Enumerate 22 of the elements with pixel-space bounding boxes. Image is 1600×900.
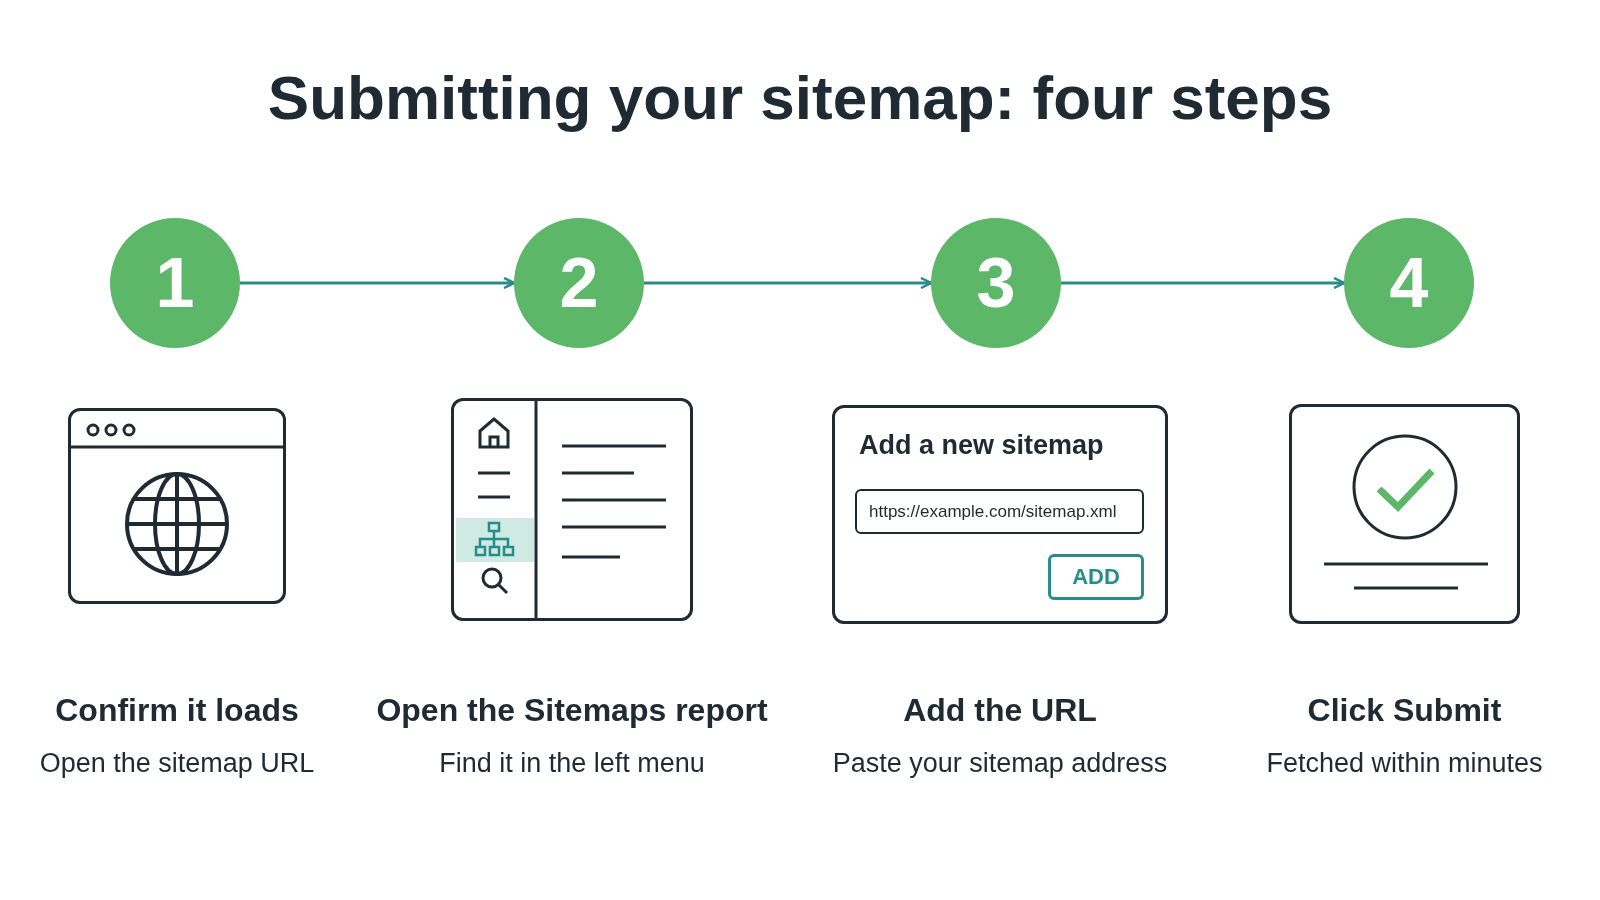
step-number-circle: 2: [514, 218, 644, 348]
card-heading: Add a new sitemap: [859, 430, 1104, 461]
step-title: Confirm it loads: [54, 692, 300, 729]
step-title: Open the Sitemaps report: [375, 692, 769, 729]
url-input-field: https://example.com/sitemap.xml: [855, 489, 1144, 534]
arrow: [240, 276, 516, 290]
step-caption: Paste your sitemap address: [831, 748, 1169, 779]
illustration-card: [1289, 404, 1520, 624]
step-title: Click Submit: [1306, 692, 1503, 729]
illustration-card: [68, 408, 286, 604]
step-number-circle: 3: [931, 218, 1061, 348]
step-caption: Open the sitemap URL: [38, 748, 316, 779]
step-number-circle: 4: [1344, 218, 1474, 348]
illustration-card: [832, 405, 1168, 624]
illustration-card: [451, 398, 693, 621]
step-caption: Find it in the left menu: [438, 748, 706, 779]
add-button: ADD: [1048, 554, 1144, 600]
arrow: [1061, 276, 1346, 290]
title: Submitting your sitemap: four steps: [266, 62, 1334, 133]
arrow: [644, 276, 933, 290]
step-caption: Fetched within minutes: [1265, 748, 1544, 779]
step-number-circle: 1: [110, 218, 240, 348]
